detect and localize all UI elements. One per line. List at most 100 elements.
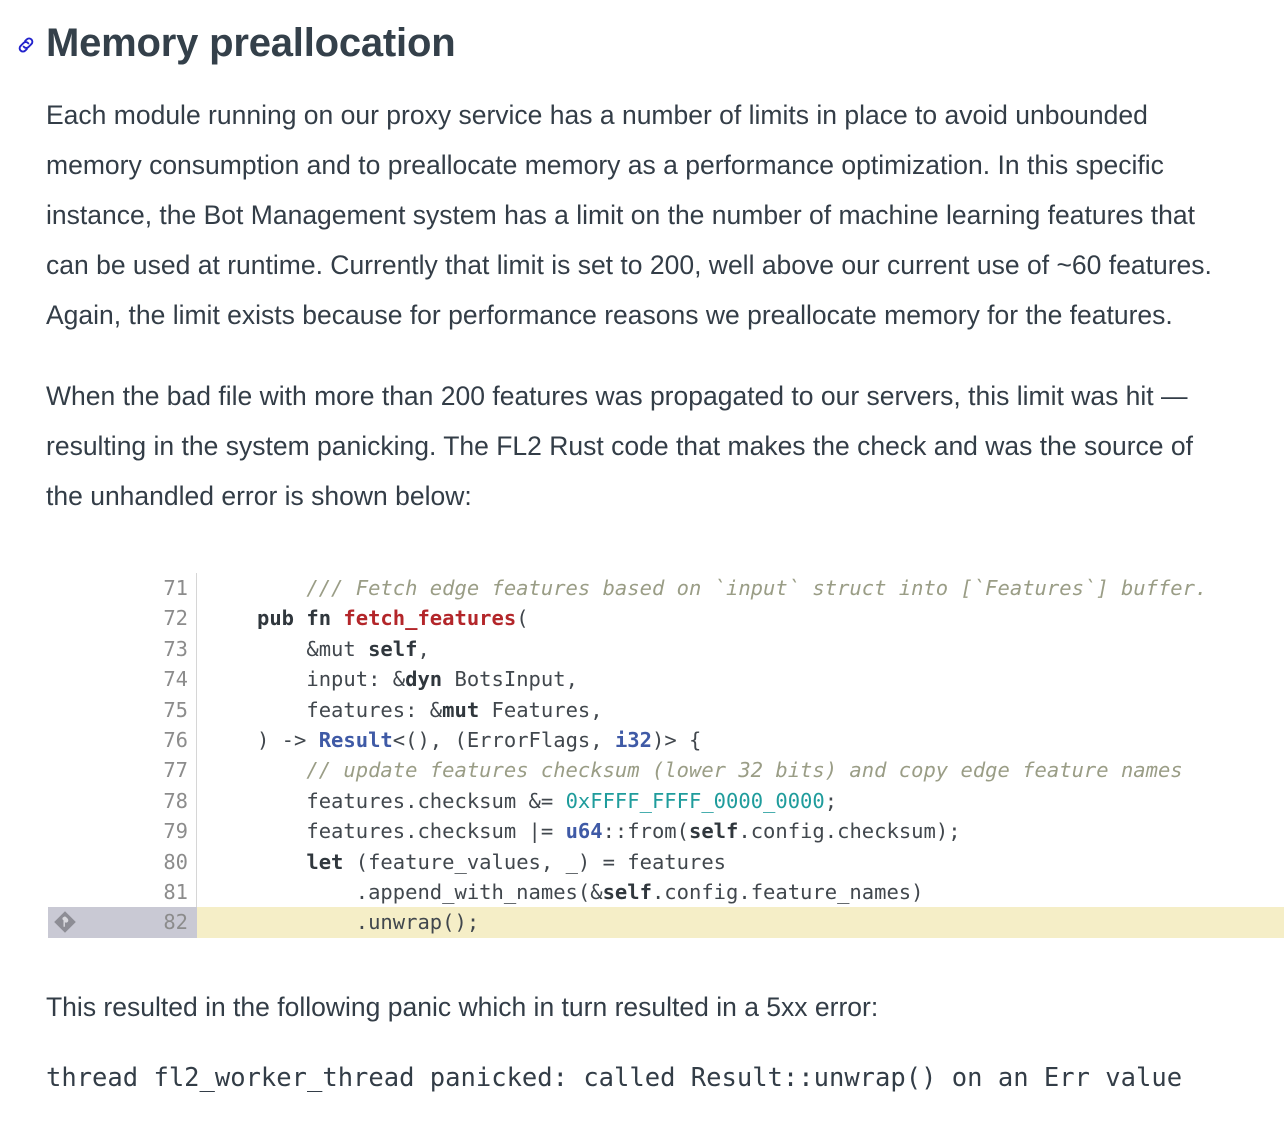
code-token: // update features checksum (lower 32 bi… (257, 758, 1183, 783)
code-token: ::from( (602, 819, 689, 844)
link-icon[interactable] (14, 28, 38, 58)
gutter-divider (196, 664, 197, 695)
code-line-text: &mut self, (197, 634, 1284, 664)
code-line-text: input: &dyn BotsInput, (197, 664, 1284, 694)
gutter-divider (196, 846, 197, 877)
code-line-number: 80 (163, 849, 188, 874)
diff-marker-icon[interactable] (48, 907, 82, 938)
paragraph-panic-intro: This resulted in the following panic whi… (46, 991, 879, 1022)
code-line-text: ) -> Result<(), (ErrorFlags, i32)> { (197, 725, 1284, 755)
gutter-spacer (48, 603, 82, 633)
code-token: Features, (491, 697, 603, 722)
code-token: ) -> (257, 727, 319, 752)
body-column: Each module running on our proxy service… (0, 90, 1284, 521)
code-line-text: let (feature_values, _) = features (197, 847, 1284, 877)
gutter-divider (196, 785, 197, 817)
code-token: .append_with_names(& (257, 879, 603, 904)
code-token: self (602, 879, 652, 904)
gutter-spacer (48, 725, 82, 755)
code-token: ; (824, 788, 838, 813)
code-line-text: features: &mut Features, (197, 695, 1284, 725)
gutter-divider (196, 694, 197, 725)
panic-output: thread fl2_worker_thread panicked: calle… (46, 1062, 1183, 1093)
gutter-spacer (48, 634, 82, 664)
gutter-spacer (48, 877, 82, 907)
code-token: /// Fetch edge features based on `input`… (257, 576, 1208, 600)
gutter-divider (196, 755, 197, 786)
code-line: 77 // update features checksum (lower 32… (48, 755, 1284, 786)
code-line-number: 81 (163, 879, 188, 904)
gutter-divider (196, 603, 197, 634)
code-line-number: 82 (82, 907, 196, 938)
code-token: &mut (257, 636, 369, 661)
code-line-text: features.checksum |= u64::from(self.conf… (197, 816, 1284, 846)
code-line-number: 75 (163, 697, 188, 722)
code-line: 76 ) -> Result<(), (ErrorFlags, i32)> { (48, 724, 1284, 756)
code-line-text: pub fn fetch_features( (197, 603, 1284, 633)
code-line: 71 /// Fetch edge features based on `inp… (48, 573, 1284, 604)
code-line: 82 .unwrap(); (48, 907, 1284, 938)
code-line-number: 72 (163, 606, 188, 631)
code-line-text: .unwrap(); (197, 907, 1284, 938)
paragraph-intro: Each module running on our proxy service… (46, 100, 1212, 330)
gutter-divider (196, 907, 197, 938)
gutter-divider (196, 633, 197, 665)
gutter-spacer (48, 664, 82, 694)
section-heading: Memory preallocation (0, 0, 1284, 72)
gutter-spacer (48, 786, 82, 816)
code-token: BotsInput, (454, 667, 578, 692)
gutter-divider (196, 724, 197, 756)
paragraph-limit-hit: When the bad file with more than 200 fea… (46, 381, 1193, 511)
code-token: dyn (405, 667, 455, 692)
code-token: .unwrap(); (257, 910, 480, 935)
code-token: pub fn (257, 606, 344, 631)
gutter-divider (196, 816, 197, 847)
code-line: 80 let (feature_values, _) = features (48, 846, 1284, 877)
code-token: 0xFFFF_FFFF_0000_0000 (565, 788, 825, 813)
gutter-divider (196, 876, 197, 908)
code-line-number: 78 (163, 788, 188, 813)
code-line-number: 76 (163, 727, 188, 752)
gutter-spacer (48, 847, 82, 877)
code-token: ( (516, 606, 529, 631)
gutter-spacer (48, 755, 82, 785)
code-line: 75 features: &mut Features, (48, 694, 1284, 725)
gutter-spacer (48, 695, 82, 725)
code-token: )> { (651, 727, 702, 752)
code-token: .config.feature_names) (651, 879, 924, 904)
code-line: 73 &mut self, (48, 633, 1284, 665)
code-lines: 71 /// Fetch edge features based on `inp… (48, 573, 1284, 938)
code-token: features.checksum &= (257, 788, 566, 813)
code-line-text: // update features checksum (lower 32 bi… (197, 755, 1284, 785)
gutter-spacer (48, 573, 82, 603)
code-token: (feature_values, _) = features (355, 849, 727, 874)
code-line-number: 71 (163, 576, 188, 600)
body-column-lower: This resulted in the following panic whi… (0, 982, 1284, 1032)
code-token: , (417, 636, 430, 661)
code-token: self (689, 819, 739, 844)
code-line-number: 79 (163, 819, 188, 844)
code-line: 72 pub fn fetch_features( (48, 603, 1284, 634)
code-token: features: & (257, 697, 443, 722)
code-line: 74 input: &dyn BotsInput, (48, 664, 1284, 695)
code-line-text: features.checksum &= 0xFFFF_FFFF_0000_00… (197, 786, 1284, 816)
code-token: self (368, 636, 418, 661)
code-line-number: 77 (163, 758, 188, 783)
code-token: features.checksum |= (257, 819, 566, 844)
code-token: fetch_features (343, 606, 517, 631)
code-line: 79 features.checksum |= u64::from(self.c… (48, 816, 1284, 847)
code-line: 81 .append_with_names(&self.config.featu… (48, 876, 1284, 908)
code-line: 78 features.checksum &= 0xFFFF_FFFF_0000… (48, 785, 1284, 817)
code-line-text: /// Fetch edge features based on `input`… (197, 573, 1284, 603)
code-line-number: 73 (163, 636, 188, 661)
code-token: let (257, 849, 356, 874)
code-token: input: & (257, 667, 406, 692)
gutter-spacer (48, 816, 82, 846)
page-title: Memory preallocation (46, 21, 456, 65)
code-token: u64 (565, 819, 603, 844)
code-line-number: 74 (163, 667, 188, 692)
code-block[interactable]: 71 /// Fetch edge features based on `inp… (48, 573, 1284, 938)
code-token: <(), (ErrorFlags, (392, 727, 615, 752)
code-token: .config.checksum); (738, 819, 961, 844)
